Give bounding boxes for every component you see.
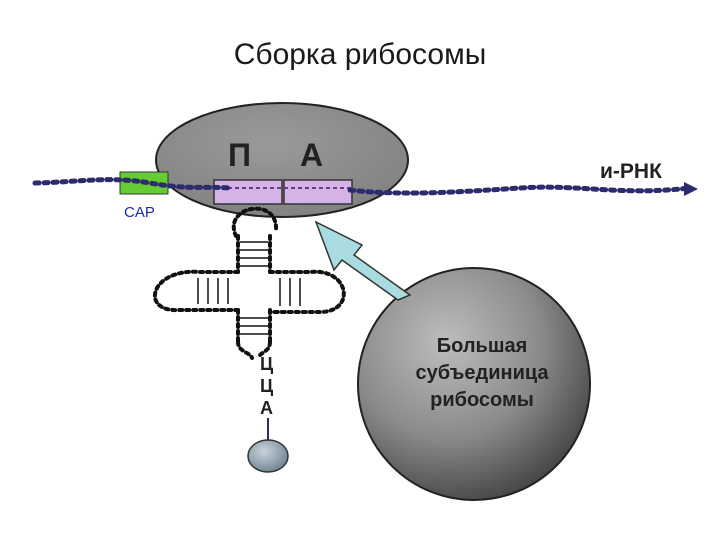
large-subunit (357, 267, 591, 501)
anticodon-base-3: А (260, 398, 273, 418)
large-subunit-label-line2: субъединица (415, 362, 549, 384)
anticodon-base-1: Ц (260, 354, 274, 374)
amino-acid-bead (247, 439, 289, 473)
a-site-codon (283, 179, 353, 205)
trna-base-pairs (197, 241, 301, 335)
p-site-codon (213, 179, 283, 205)
a-site-label: А (300, 137, 323, 173)
mrna-arrowhead (684, 182, 698, 196)
p-site-label: П (228, 137, 251, 173)
diagram-title: Сборка рибосомы (233, 38, 487, 71)
anticodon-base-2: Ц (260, 376, 274, 396)
cap-label: CAP (124, 204, 155, 221)
large-subunit-label-line1: Большая (437, 335, 528, 357)
large-subunit-label-line3: рибосомы (430, 389, 534, 411)
mrna-label: и-РНК (600, 160, 662, 183)
mrna-strand (32, 177, 693, 196)
trna-molecule (152, 206, 346, 360)
assembly-arrow (314, 220, 412, 301)
